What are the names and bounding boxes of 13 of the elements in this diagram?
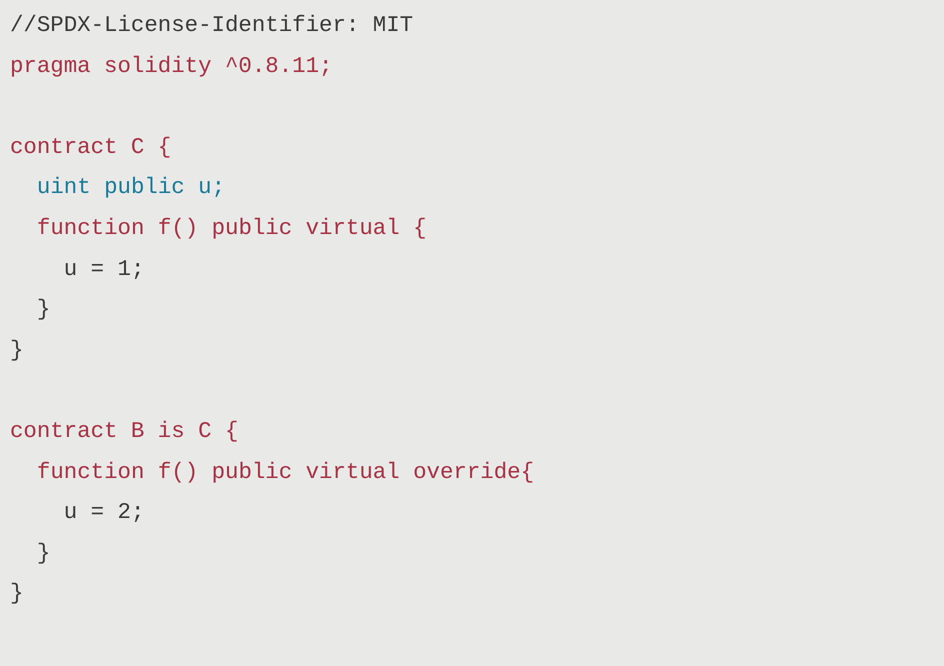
code-line: function f() public virtual override{ bbox=[36, 458, 534, 485]
code-line: u = 1; bbox=[64, 256, 144, 282]
code-line: //SPDX-License-Identifier: MIT bbox=[10, 12, 414, 38]
code-line: } bbox=[36, 296, 50, 322]
code-line: } bbox=[36, 540, 50, 566]
code-line: pragma solidity ^0.8.11; bbox=[10, 52, 332, 79]
code-line: uint public u; bbox=[36, 174, 226, 200]
code-line: function f() public virtual { bbox=[36, 215, 427, 241]
code-line: contract C { bbox=[10, 134, 172, 160]
code-line: } bbox=[10, 336, 24, 363]
code-line: } bbox=[10, 580, 24, 606]
code-line: contract B is C { bbox=[10, 418, 238, 444]
code-line: u = 2; bbox=[64, 499, 144, 526]
